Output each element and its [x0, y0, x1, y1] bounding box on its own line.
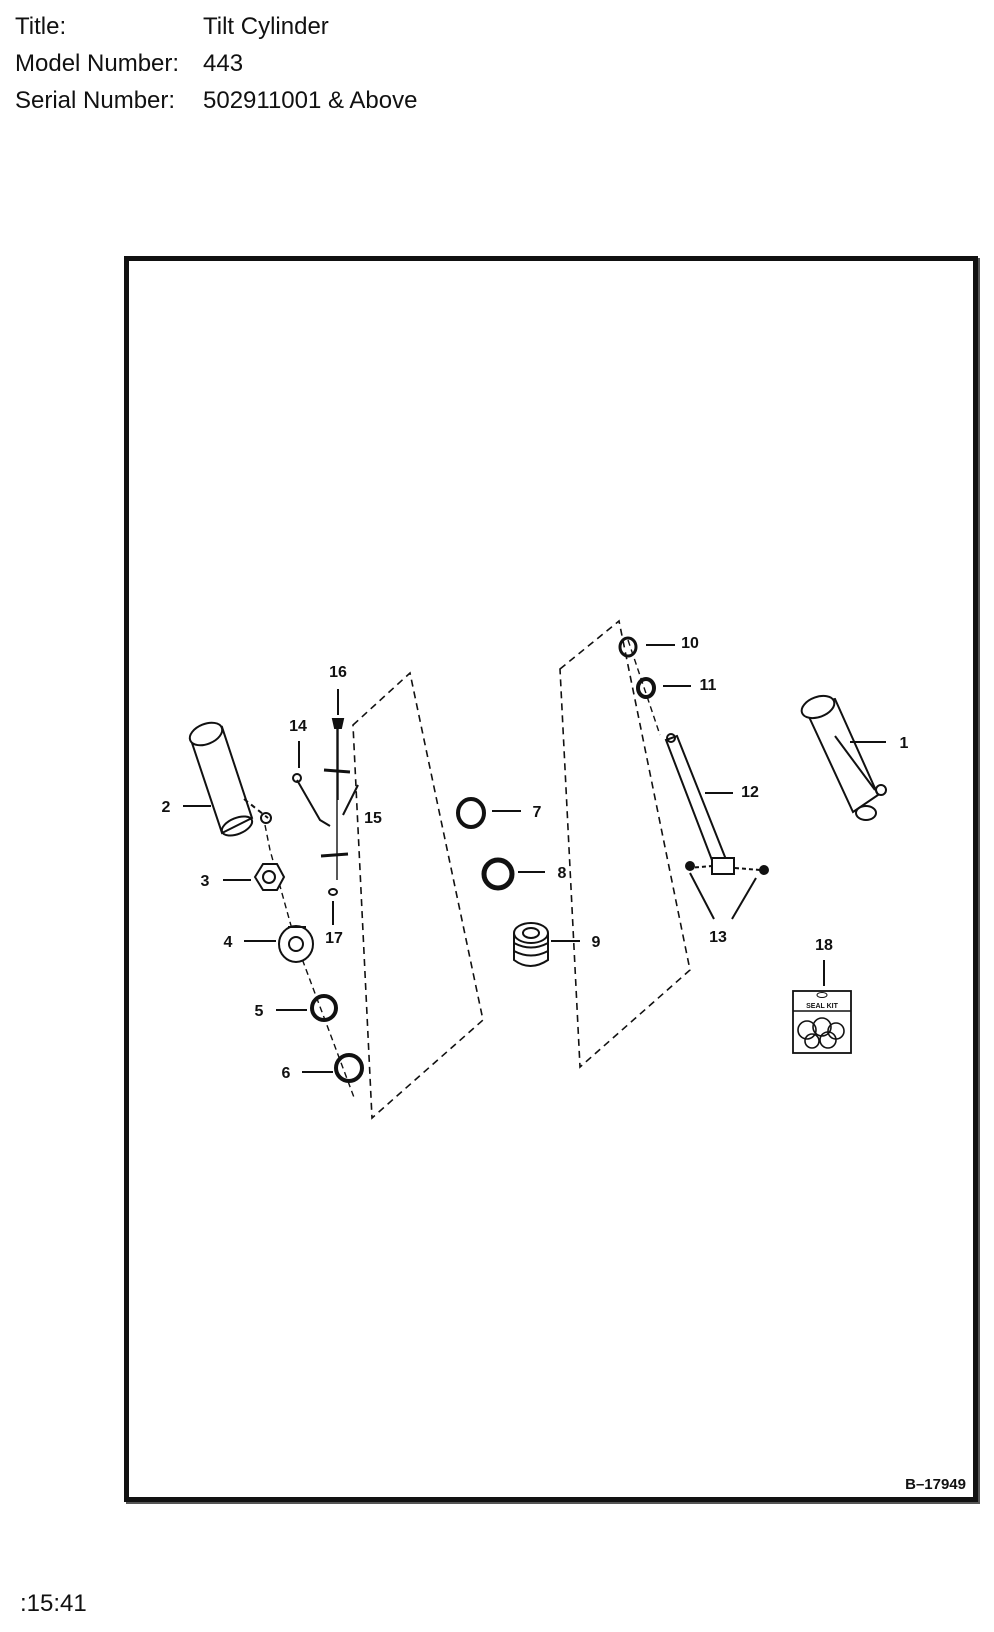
- timestamp: :15:41: [20, 1590, 87, 1617]
- piston-part: [278, 925, 314, 963]
- callout-10: 10: [681, 635, 699, 652]
- assembly-axis-right: [627, 639, 661, 736]
- callout-9: 9: [592, 934, 601, 951]
- serial-number-label: Serial Number:: [15, 86, 176, 114]
- diagram-frame: [124, 256, 978, 1502]
- callout-7: 7: [533, 804, 542, 821]
- serial-number-value: 502911001 & Above: [203, 86, 418, 114]
- title-value: Tilt Cylinder: [203, 12, 329, 40]
- rod-part: [664, 733, 769, 875]
- grease-fitting-parts: [292, 718, 351, 896]
- part-info-header: Title: Tilt Cylinder Model Number: 443 S…: [15, 8, 417, 119]
- callout-2: 2: [162, 799, 171, 816]
- callout-17: 17: [325, 930, 343, 947]
- callout-12: 12: [741, 784, 759, 801]
- seal-ring-part-11: [636, 677, 656, 699]
- title-row: Title: Tilt Cylinder: [15, 8, 417, 45]
- seal-ring-part-5: [310, 994, 338, 1022]
- callout-8: 8: [558, 865, 567, 882]
- callout-16: 16: [329, 664, 347, 681]
- seal-ring-part-8: [481, 857, 515, 891]
- title-label: Title:: [15, 12, 67, 40]
- seal-ring-part-6: [334, 1053, 364, 1083]
- callout-4: 4: [224, 934, 233, 951]
- callout-3: 3: [201, 873, 210, 890]
- seal-ring-part-10: [618, 636, 638, 658]
- callout-leader-lines: [183, 644, 886, 1073]
- cylinder-barrel-part: [188, 721, 272, 837]
- figure-number: B–17949: [905, 1476, 966, 1493]
- callout-15: 15: [364, 810, 382, 827]
- callout-11: 11: [700, 677, 717, 694]
- callout-14: 14: [289, 718, 307, 735]
- callout-5: 5: [255, 1003, 264, 1020]
- callout-numbers: 1 2 3 4 5 6 7 8 9 10 11 12 13 14 15 16 1…: [162, 635, 909, 1082]
- callout-18: 18: [815, 937, 833, 954]
- dashed-group-right: [559, 619, 691, 1069]
- rod-guide-part: [513, 922, 549, 967]
- serial-number-row: Serial Number: 502911001 & Above: [15, 82, 417, 119]
- tilt-cylinder-assembly-part: [800, 694, 887, 821]
- model-number-label: Model Number:: [15, 49, 180, 77]
- seal-kit-label: SEAL KIT: [806, 1003, 838, 1010]
- model-number-row: Model Number: 443: [15, 45, 417, 82]
- dashed-group-left: [352, 671, 484, 1120]
- callout-6: 6: [282, 1065, 291, 1082]
- nut-part: [253, 863, 286, 891]
- callout-13: 13: [709, 929, 727, 946]
- seal-kit-part: [792, 990, 852, 1054]
- model-number-value: 443: [203, 49, 244, 77]
- callout-1: 1: [900, 735, 909, 752]
- seal-ring-part-7: [456, 797, 486, 829]
